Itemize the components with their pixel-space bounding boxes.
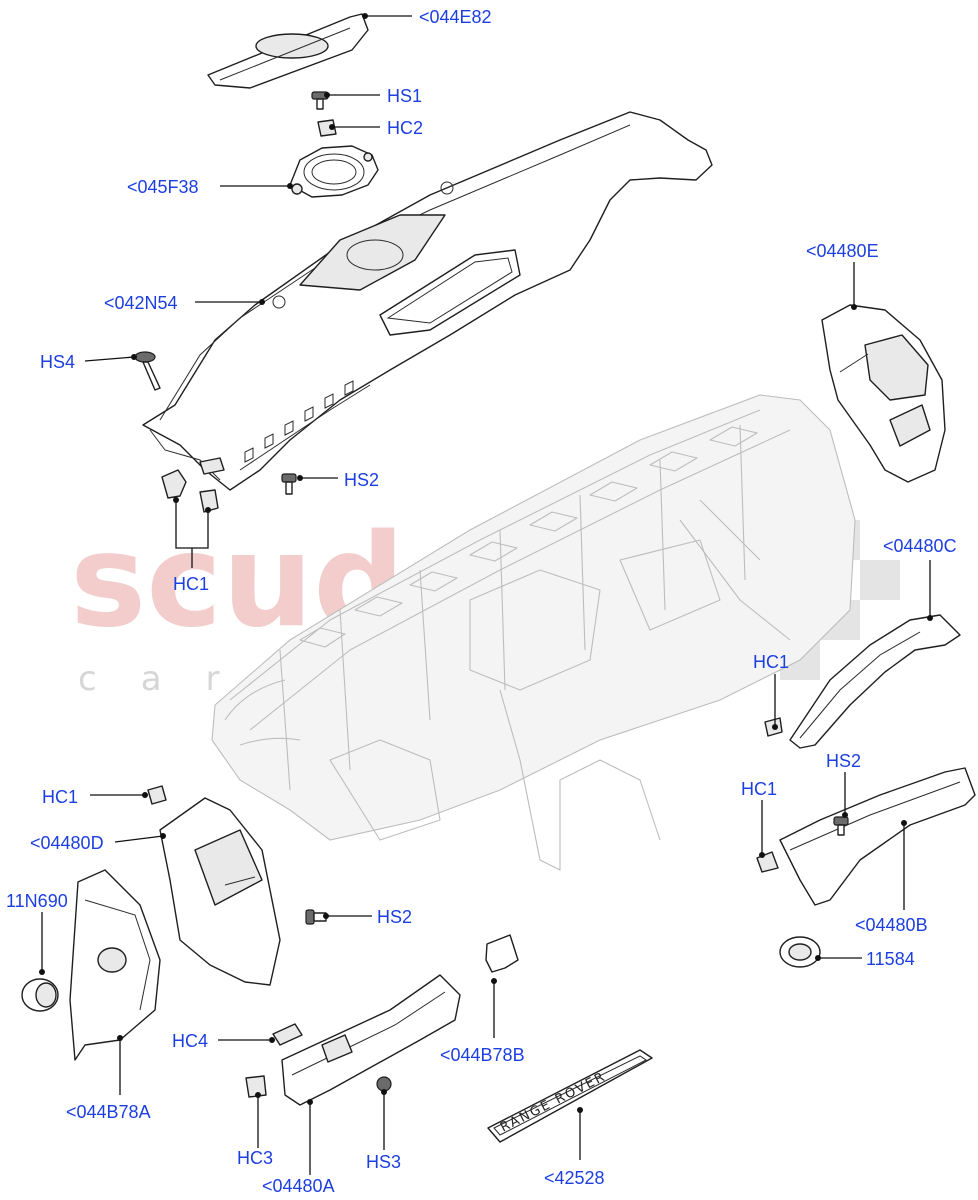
part-screw-hs2-mid	[305, 909, 327, 925]
part-trim-04480B	[779, 767, 976, 906]
part-bracket-044B78B	[485, 934, 519, 973]
callout-044E82: <044E82	[419, 7, 492, 27]
callout-hc1-left: HC1	[173, 574, 209, 594]
part-grommet-11584	[779, 936, 821, 968]
part-trim-04480A	[281, 974, 461, 1106]
callout-hc1-right-lower: HC1	[741, 779, 777, 799]
callout-hc4: HC4	[172, 1031, 208, 1051]
callout-hs4: HS4	[40, 352, 75, 372]
part-pin-hs4	[134, 351, 161, 391]
callout-hc1-right-upper: HC1	[753, 652, 789, 672]
part-cap-11N690	[21, 978, 59, 1012]
callout-labels: <044E82 HS1 HC2 <045F38 <042N54 HS4 HS2 …	[6, 7, 957, 1196]
part-clip-hc4	[272, 1023, 303, 1046]
part-end-panel-044B78A	[69, 869, 161, 1061]
part-screw-hs2-upper	[281, 473, 297, 495]
callout-hc2: HC2	[387, 118, 423, 138]
part-clips-hc1-left	[161, 457, 225, 513]
part-speaker-cover-044E82	[207, 13, 369, 89]
callout-hc1-lower-left: HC1	[42, 787, 78, 807]
callout-hs1: HS1	[387, 86, 422, 106]
badge-lettering: RANGE ROVER	[498, 1069, 609, 1135]
callout-hs2-upper: HS2	[344, 470, 379, 490]
part-screw-hs1	[311, 91, 329, 110]
leader-lines	[39, 13, 933, 1175]
callout-045F38: <045F38	[127, 177, 199, 197]
callout-hs2-mid: HS2	[377, 907, 412, 927]
callout-044B78A: <044B78A	[66, 1102, 151, 1122]
callout-hs3: HS3	[366, 1152, 401, 1172]
part-clip-hc2	[317, 119, 337, 137]
callout-04480B: <04480B	[855, 915, 928, 935]
callout-11N690: 11N690	[6, 891, 68, 911]
part-trim-04480C	[789, 614, 961, 749]
callout-042N54: <042N54	[104, 293, 178, 313]
part-trim-04480E	[821, 304, 946, 483]
callout-42528: <42528	[544, 1168, 605, 1188]
part-clip-hc3	[245, 1075, 267, 1098]
part-screw-hs2-right	[833, 816, 849, 836]
part-fastener-hs3	[376, 1076, 392, 1092]
part-clip-hc1-lower-left	[147, 785, 167, 805]
callout-hs2-right: HS2	[826, 751, 861, 771]
callout-11584: 11584	[866, 949, 915, 969]
callout-04480D: <04480D	[30, 833, 104, 853]
part-trim-04480D	[159, 797, 281, 986]
part-speaker-bracket-045F38	[289, 145, 379, 198]
dashboard-frame-ghost	[211, 394, 856, 871]
callout-04480C: <04480C	[883, 536, 957, 556]
callout-044B78B: <044B78B	[440, 1045, 525, 1065]
callout-hc3: HC3	[237, 1148, 273, 1168]
part-dash-top-pad-042N54	[142, 111, 713, 491]
callout-04480E: <04480E	[806, 241, 879, 261]
callout-04480A: <04480A	[262, 1176, 335, 1196]
